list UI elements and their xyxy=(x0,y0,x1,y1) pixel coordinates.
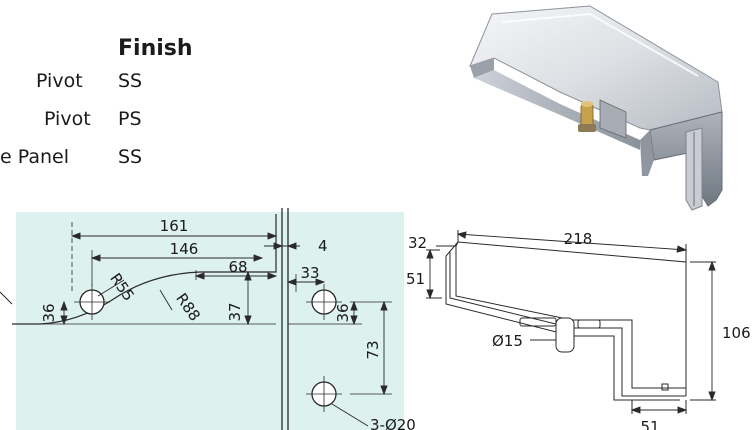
technical-drawing: 161 146 4 68 33 36 R55 R88 37 36 73 3-Ø2… xyxy=(0,208,751,430)
row-finish-ss: SS xyxy=(118,70,143,92)
row-label-panel: e Panel xyxy=(0,146,69,168)
dim-4: 4 xyxy=(318,237,328,255)
dim-37: 37 xyxy=(226,302,244,321)
fitting-drawing: 32 218 51 106 Ø15 51 xyxy=(406,230,751,430)
row-finish-panel: SS xyxy=(118,146,143,168)
fitting-photo-body xyxy=(469,5,723,211)
glass-cutout-drawing: 161 146 4 68 33 36 R55 R88 37 36 73 3-Ø2… xyxy=(0,208,416,430)
fit-dim-106: 106 xyxy=(722,324,751,342)
fit-dim-218: 218 xyxy=(564,230,593,248)
finish-header: Finish xyxy=(118,36,193,61)
dim-36-right: 36 xyxy=(334,303,352,322)
dim-36-left: 36 xyxy=(40,303,58,322)
dim-73: 73 xyxy=(364,340,382,359)
dim-holes: 3-Ø20 xyxy=(370,416,416,430)
row-label-pivot-ps: Pivot xyxy=(44,108,91,130)
dim-146: 146 xyxy=(170,240,199,258)
fit-dim-51-left: 51 xyxy=(406,270,425,288)
fit-dim-d15: Ø15 xyxy=(492,332,523,350)
glass-edge xyxy=(12,214,277,325)
row-label-pivot-ss: Pivot xyxy=(36,70,83,92)
row-finish-ps: PS xyxy=(118,108,142,130)
fit-dim-51-bottom: 51 xyxy=(640,418,659,430)
product-photo xyxy=(469,5,723,211)
dim-33: 33 xyxy=(300,264,319,282)
dim-68: 68 xyxy=(228,258,247,276)
dim-161: 161 xyxy=(160,217,189,235)
finish-table: Finish Pivot SS Pivot PS e Panel SS xyxy=(0,0,260,190)
fit-dim-32: 32 xyxy=(408,234,427,252)
